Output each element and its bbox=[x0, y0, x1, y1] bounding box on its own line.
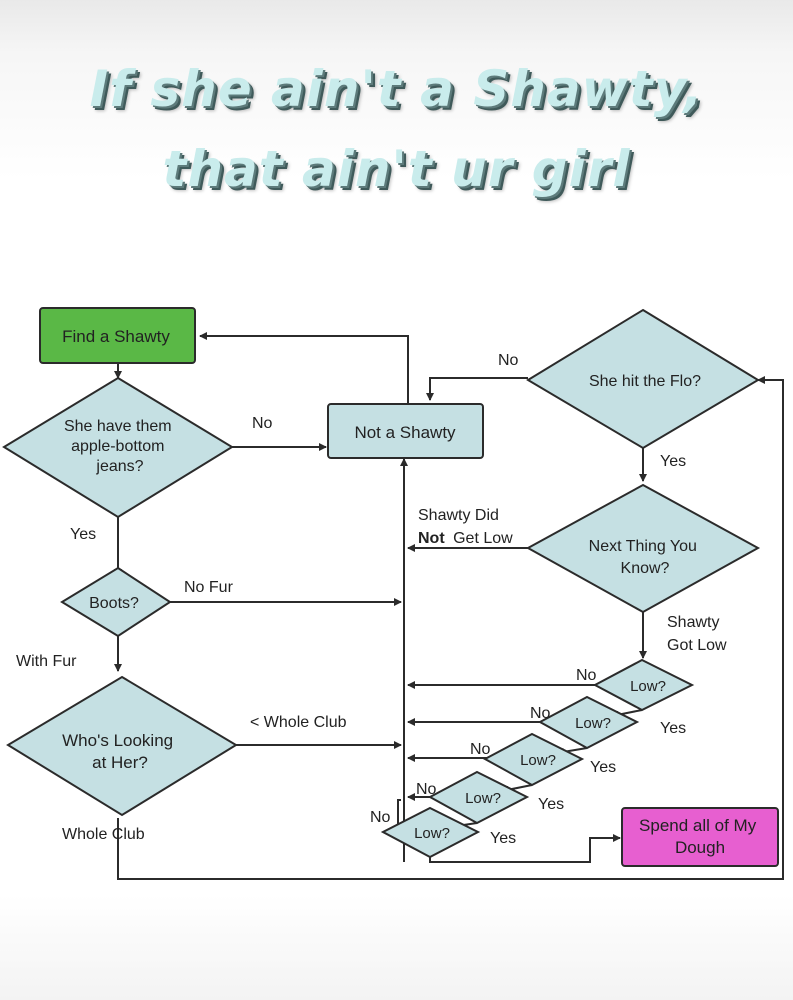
label-flo-yes: Yes bbox=[660, 453, 686, 470]
label-did-not-1: Shawty Did bbox=[418, 507, 499, 524]
apple-line3: jeans? bbox=[95, 458, 143, 475]
svg-text:Next Thing You Know?: Next Thing You Know? bbox=[589, 538, 702, 577]
flo-label: She hit the Flo? bbox=[589, 373, 701, 390]
label-low4-no: No bbox=[416, 781, 437, 798]
label-low4-yes: Yes bbox=[490, 830, 516, 847]
flo-decision bbox=[526, 308, 760, 450]
next-line1: Next Thing You bbox=[589, 538, 697, 555]
header-background bbox=[0, 0, 793, 300]
spend-line1: Spend all of My bbox=[639, 816, 757, 835]
low-label-3: Low? bbox=[520, 752, 556, 769]
label-apple-yes: Yes bbox=[70, 526, 96, 543]
label-low2-no: No bbox=[530, 705, 551, 722]
apple-line1: She have them bbox=[64, 418, 172, 435]
boots-decision bbox=[60, 566, 172, 638]
looking-line1: Who's Looking bbox=[62, 731, 173, 750]
low-decision-3 bbox=[482, 732, 585, 787]
low-label-2: Low? bbox=[575, 715, 611, 732]
svg-text:Who's Looking at Her?: Who's Looking at Her? bbox=[62, 731, 178, 772]
low-decision-1 bbox=[592, 658, 695, 712]
label-with-fur: With Fur bbox=[16, 653, 77, 670]
find-a-shawty-node bbox=[39, 307, 196, 364]
svg-text:Spend all of My Dough: Spend all of My Dough bbox=[639, 816, 761, 857]
apple-line2: apple-bottom bbox=[71, 438, 164, 455]
title-line-1: If she ain't a Shawty, bbox=[89, 60, 704, 118]
label-no-fur: No Fur bbox=[184, 579, 234, 596]
footer-background bbox=[0, 895, 793, 1000]
edge-low5-yes bbox=[429, 834, 621, 863]
label-low2-yes: Yes bbox=[590, 759, 616, 776]
edge-low5-no bbox=[397, 799, 401, 832]
label-did-not-2: Get Low bbox=[453, 530, 513, 547]
svg-text:She have them apple-bottom: She have them apple-bottom jeans? bbox=[64, 418, 176, 475]
not-a-shawty-node bbox=[327, 403, 484, 459]
label-low1-no: No bbox=[576, 667, 597, 684]
apple-bottom-decision bbox=[2, 376, 234, 519]
label-did-not-bold: Not bbox=[418, 530, 445, 547]
label-low3-no: No bbox=[470, 741, 491, 758]
label-flo-no: No bbox=[498, 352, 519, 369]
low-decision-5 bbox=[380, 806, 481, 859]
low-label-4: Low? bbox=[465, 790, 501, 807]
label-got-low-1: Shawty bbox=[667, 614, 719, 631]
find-a-shawty-label: Find a Shawty bbox=[62, 327, 170, 346]
spend-line2: Dough bbox=[675, 838, 725, 857]
spend-dough-node bbox=[621, 807, 779, 867]
low-decision-2 bbox=[537, 695, 640, 750]
label-lt-whole-club: < Whole Club bbox=[250, 714, 347, 731]
edge-notshawty-to-find bbox=[199, 332, 409, 404]
label-low1-yes: Yes bbox=[660, 720, 686, 737]
whos-looking-decision bbox=[6, 675, 238, 817]
boots-label: Boots? bbox=[89, 595, 139, 612]
low-decision-4 bbox=[427, 770, 530, 825]
label-whole-club: Whole Club bbox=[62, 826, 145, 843]
label-apple-no: No bbox=[252, 415, 273, 432]
edge-flo-no bbox=[426, 377, 528, 401]
edge-looking-wholeclub bbox=[117, 376, 784, 880]
not-a-shawty-label: Not a Shawty bbox=[354, 423, 456, 442]
svg-text:Not Get Low: Not Get Low bbox=[418, 530, 513, 547]
label-got-low-2: Got Low bbox=[667, 637, 727, 654]
next-thing-decision bbox=[525, 483, 761, 614]
label-low3-yes: Yes bbox=[538, 796, 564, 813]
low-label-1: Low? bbox=[630, 678, 666, 695]
title-line-2: that ain't ur girl bbox=[162, 140, 631, 198]
next-line2: Know? bbox=[621, 560, 670, 577]
looking-line2: at Her? bbox=[92, 753, 148, 772]
low-label-5: Low? bbox=[414, 825, 450, 842]
label-low5-no: No bbox=[370, 809, 391, 826]
